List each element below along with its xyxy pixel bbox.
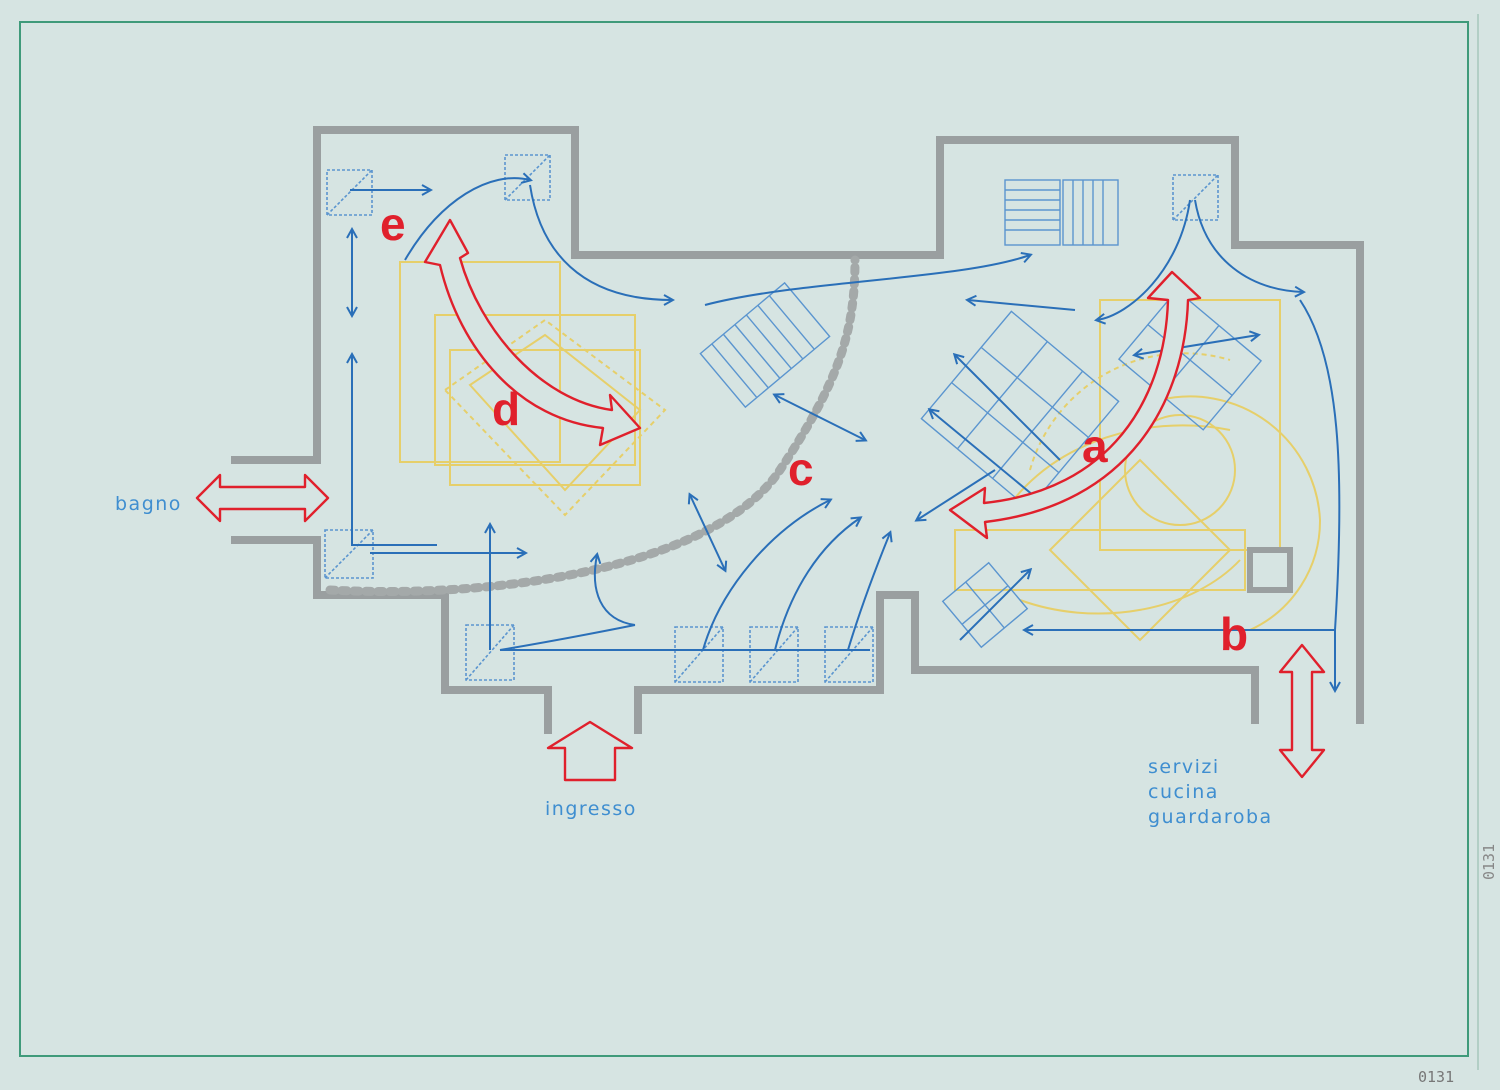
ingresso-label: ingresso [545,798,637,820]
walls [231,126,1364,734]
bagno-double-arrow [195,473,330,523]
zone-label-d: d [492,383,520,435]
bagno-label: bagno [115,493,182,515]
drawing-frame [19,21,1469,1057]
zone-d-arrow [423,218,642,447]
servizi-label: servizi [1148,756,1220,778]
servizi-double-arrow [1278,643,1326,779]
sheet-number-right: 0131 [1480,844,1498,880]
red-flow-arrows [195,218,1326,782]
zone-label-e: e [380,198,406,250]
left-furniture-yellow [399,261,667,517]
zone-a-arrow [948,270,1202,540]
zone-label-b: b [1220,608,1248,660]
stair-blocks [699,179,1293,649]
zone-label-c: c [788,443,814,495]
sheet-number-bottom: 0131 [1418,1068,1454,1086]
ingresso-up-arrow [546,720,634,782]
blue-furniture [324,154,1219,683]
cucina-label: cucina [1148,781,1219,803]
curved-partition [325,255,860,596]
zone-label-a: a [1082,420,1108,472]
circulation-arrows [350,178,1339,690]
guardaroba-label: guardaroba [1148,806,1273,828]
